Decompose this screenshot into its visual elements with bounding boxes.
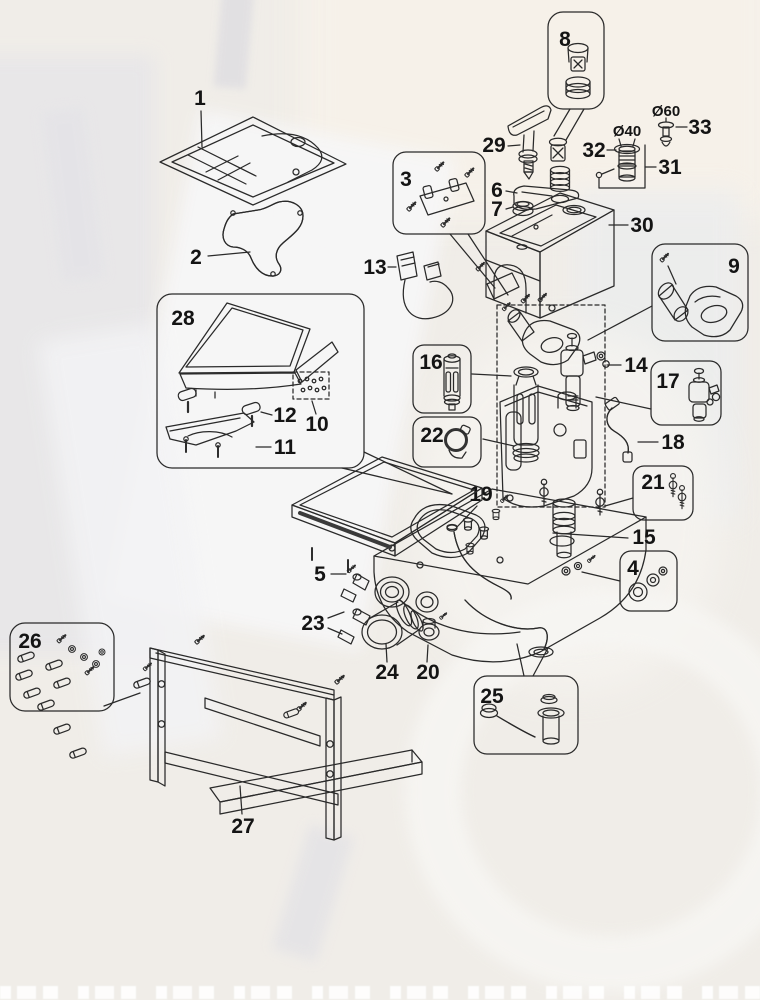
part-23-plug-fittings: [337, 608, 371, 645]
callout-23: 23: [301, 611, 345, 635]
part-19-label: 19: [469, 483, 492, 506]
part-18-label: 18: [661, 431, 685, 454]
part-25-box: 25: [473, 643, 579, 755]
part-11-hinge-bar: [165, 412, 255, 458]
part-21-box: 21: [604, 465, 694, 521]
callout-18: 18: [637, 431, 685, 454]
callout-13: 13: [363, 256, 397, 279]
part-2-gasket: [222, 200, 304, 277]
callout-1: 1: [194, 87, 206, 148]
part-6-tank-lid: [513, 185, 580, 210]
part-26-box: 26: [9, 622, 141, 712]
part-27-label: 27: [231, 815, 254, 838]
part-28-label: 28: [171, 307, 195, 330]
part-27-mounting-frame: [36, 633, 423, 841]
callout-6: 6: [491, 179, 518, 202]
part-33-waste-plug: Ø60: [652, 103, 680, 147]
part-23-label: 23: [301, 612, 324, 635]
part-8-button-exploded: [548, 137, 571, 193]
callout-33: 33: [675, 116, 712, 139]
part-24-end-cap: [361, 599, 424, 650]
dia40-label: Ø40: [613, 123, 641, 140]
callout-11: 11: [255, 436, 297, 459]
part-20-flanged-nut: [418, 611, 449, 641]
part-31-label: 31: [658, 156, 682, 179]
watermark-text-band: [0, 986, 760, 999]
part-24-label: 24: [375, 661, 399, 684]
part-13-wiring-loom: [396, 251, 454, 320]
part-5-plug-fitting: [340, 563, 370, 603]
part-8-label: 8: [559, 28, 571, 51]
part-4-label: 4: [627, 557, 639, 580]
part-28-lid-assembled: [291, 456, 483, 573]
callout-14: 14: [606, 354, 648, 377]
part-16-label: 16: [419, 351, 442, 374]
part-9-label: 9: [728, 255, 740, 278]
group-14-internal-assembly: [496, 301, 610, 508]
part-22-box: 22: [412, 416, 515, 468]
callout-10: 10: [305, 400, 329, 436]
part-21-label: 21: [641, 471, 665, 494]
part-6-label: 6: [491, 179, 503, 202]
part-28-box: 28: [156, 293, 453, 495]
part-12-label: 12: [273, 404, 296, 427]
part-16-box: 16: [412, 344, 512, 414]
part-3-label: 3: [400, 168, 412, 191]
part-25-label: 25: [480, 685, 504, 708]
part-33-label: 33: [688, 116, 711, 139]
part-2-label: 2: [190, 246, 202, 269]
callout-20: 20: [416, 644, 440, 684]
callout-31: 31: [598, 144, 682, 189]
part-20-label: 20: [416, 661, 439, 684]
part-3-box: 3: [392, 151, 509, 296]
callout-24: 24: [375, 643, 399, 684]
callout-19: 19: [456, 483, 493, 528]
part-9-box: 9: [587, 243, 749, 342]
dia60-label: Ø60: [652, 103, 680, 120]
part-1-label: 1: [194, 87, 206, 110]
part-7-filler-cap: [512, 200, 534, 217]
part-5-label: 5: [314, 563, 326, 586]
part-14-label: 14: [624, 354, 648, 377]
part-30-water-tank: [485, 192, 615, 319]
part-15-base-unit: [373, 478, 647, 663]
callout-5: 5: [314, 563, 347, 586]
tank-bracket-assembled: [474, 260, 556, 312]
callout-2: 2: [190, 246, 251, 269]
part-17-label: 17: [656, 370, 679, 393]
part-1-top-panel: [159, 116, 347, 206]
part-10-label: 10: [305, 413, 328, 436]
part-8-box: 8: [547, 11, 605, 141]
part-30-label: 30: [630, 214, 653, 237]
part-11-label: 11: [274, 436, 297, 459]
callout-27: 27: [231, 785, 255, 838]
part-17-box: 17: [595, 360, 722, 426]
part-7-label: 7: [491, 198, 503, 221]
part-10-screw-set: [297, 376, 327, 393]
callout-30: 30: [608, 214, 654, 237]
part-18-hose: [604, 396, 633, 463]
callout-32: 32: [582, 139, 617, 162]
part-32-label: 32: [582, 139, 605, 162]
part-22-label: 22: [420, 424, 443, 447]
callout-7: 7: [491, 198, 514, 221]
part-4-box: 4: [581, 550, 678, 612]
part-13-label: 13: [363, 256, 386, 279]
callout-12: 12: [260, 404, 297, 427]
callout-15: 15: [552, 526, 656, 549]
part-29-pump-handle: [507, 105, 552, 180]
part-31-drain-valve: Ø40: [595, 123, 641, 182]
callout-29: 29: [482, 134, 521, 157]
part-15-label: 15: [632, 526, 656, 549]
part-29-label: 29: [482, 134, 505, 157]
part-26-label: 26: [18, 630, 41, 653]
